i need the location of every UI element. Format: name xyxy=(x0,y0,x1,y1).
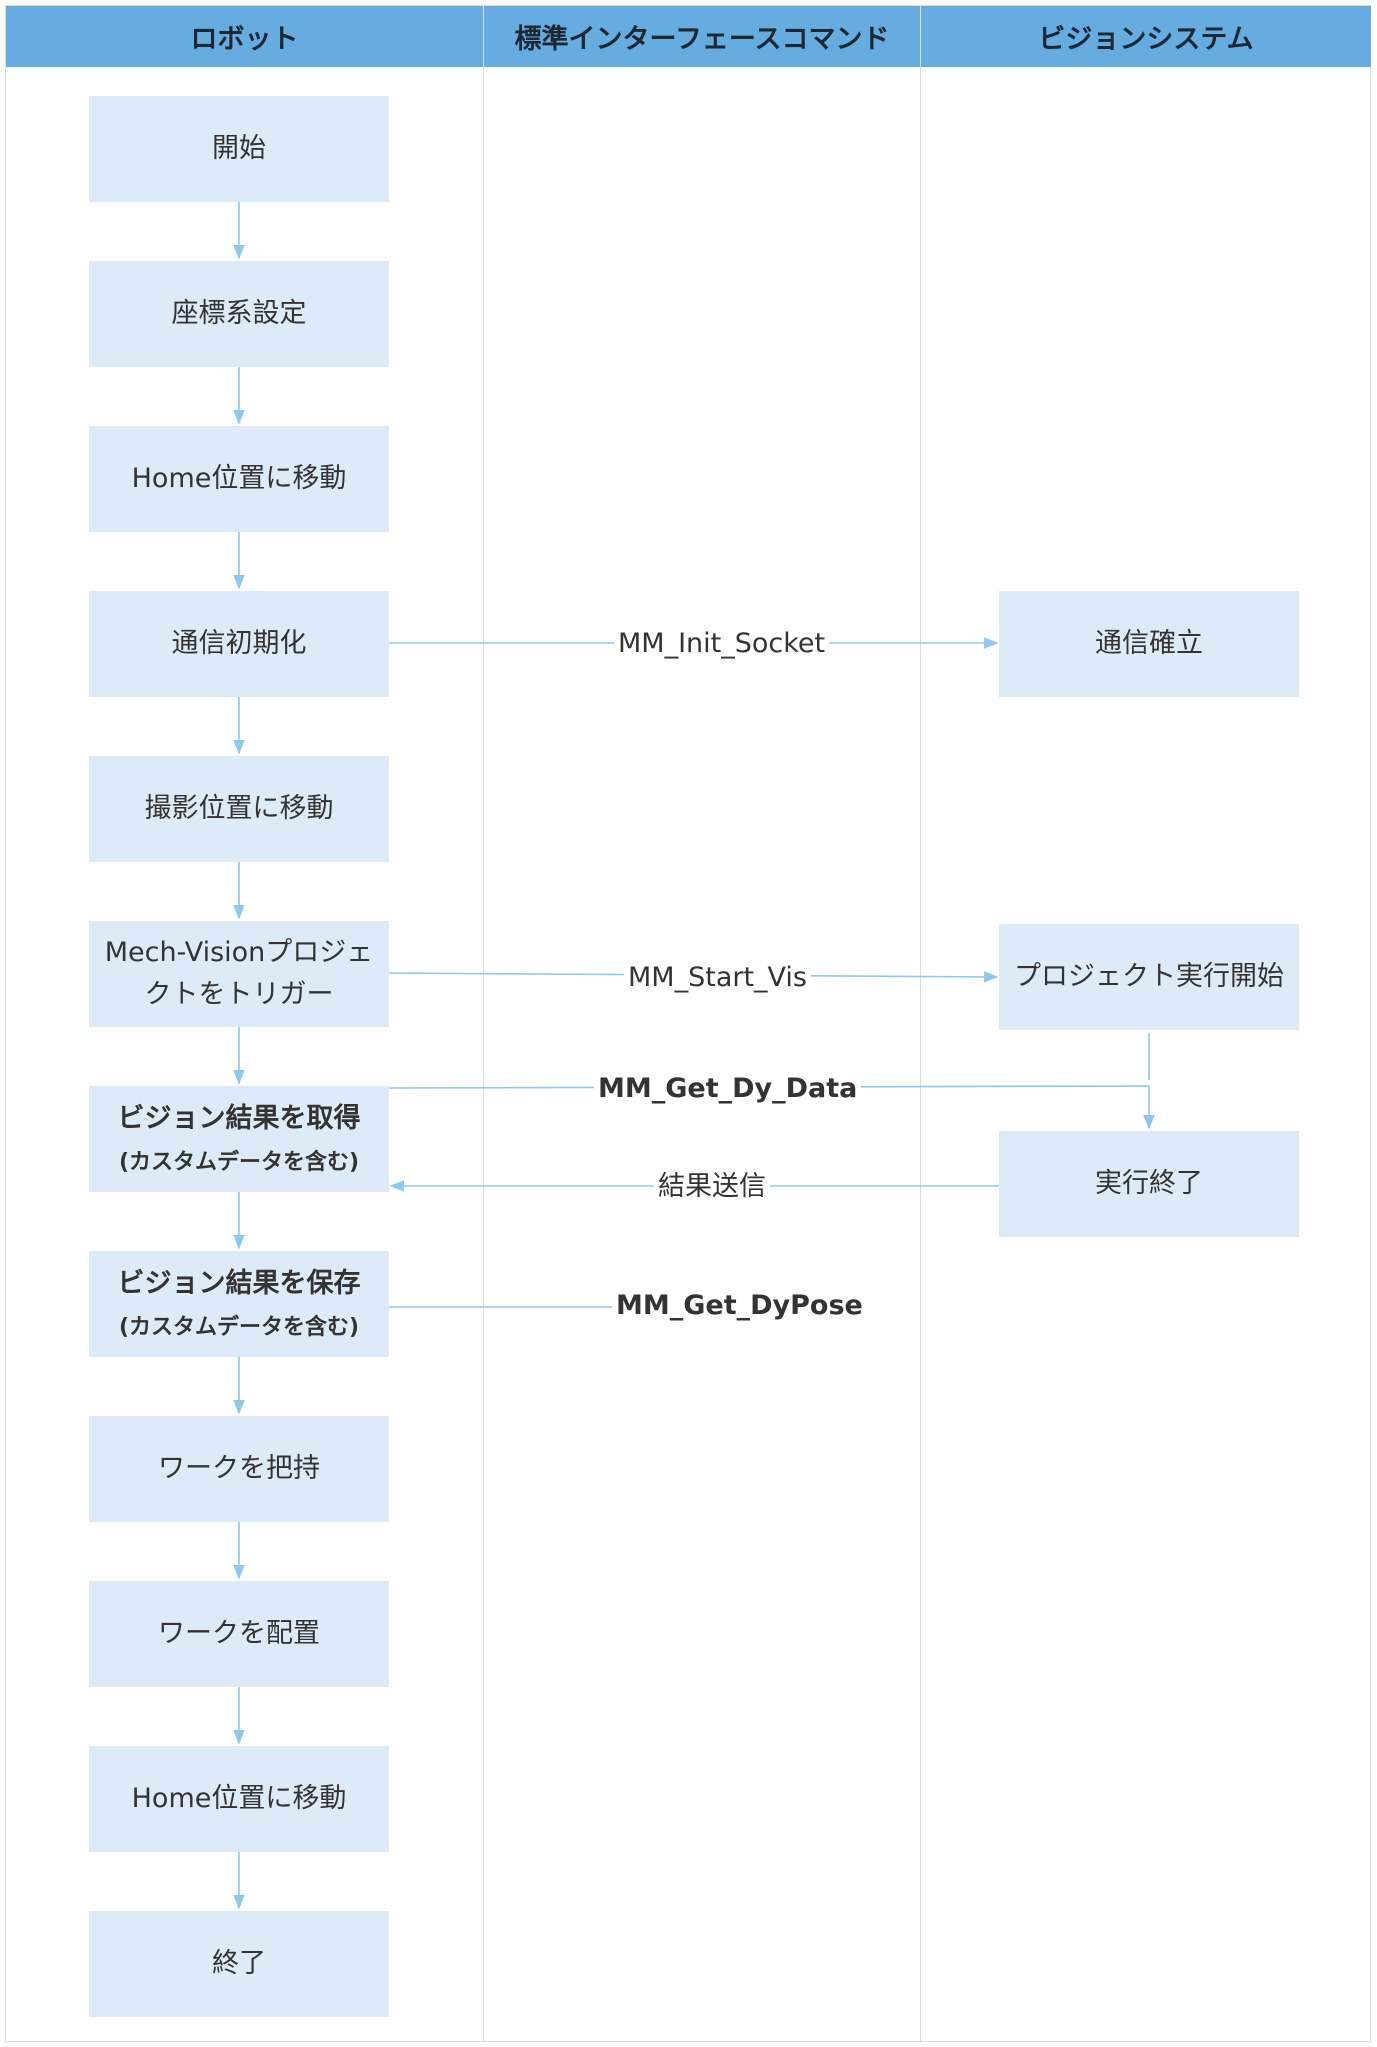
step-comm-init-label: 通信初期化 xyxy=(171,628,307,660)
step-move-capture-label: 撮影位置に移動 xyxy=(144,793,334,825)
step-get-vision-result-line2: (カスタムデータを含む) xyxy=(118,1149,360,1175)
lane-divider-1 xyxy=(483,6,484,2042)
step-coord-setting-label: 座標系設定 xyxy=(171,298,307,330)
step-get-vision-result-line1: ビジョン結果を取得 xyxy=(117,1103,361,1135)
step-start-label: 開始 xyxy=(212,133,266,165)
step-grasp-work-label: ワークを把持 xyxy=(158,1453,320,1485)
vision-exec-end: 実行終了 xyxy=(999,1131,1299,1237)
step-place-work-label: ワークを配置 xyxy=(158,1618,320,1650)
step-move-home-2: Home位置に移動 xyxy=(89,1746,389,1852)
step-grasp-work: ワークを把持 xyxy=(89,1416,389,1522)
step-coord-setting: 座標系設定 xyxy=(89,261,389,367)
step-end: 終了 xyxy=(89,1911,389,2017)
step-trigger-project-line2: クトをトリガー xyxy=(144,979,334,1010)
lane-divider-2 xyxy=(920,6,921,2042)
vision-project-start-label: プロジェクト実行開始 xyxy=(1014,961,1284,993)
cmd-result-send: 結果送信 xyxy=(654,1173,770,1200)
diagram-frame xyxy=(5,5,1371,2042)
lane-header-interface: 標準インターフェースコマンド xyxy=(484,6,920,67)
cmd-init-socket: MM_Init_Socket xyxy=(614,630,830,657)
step-move-home-2-label: Home位置に移動 xyxy=(131,1783,347,1815)
step-save-vision-result-line2: (カスタムデータを含む) xyxy=(118,1314,360,1340)
cmd-start-vis: MM_Start_Vis xyxy=(624,964,811,991)
vision-project-start: プロジェクト実行開始 xyxy=(999,924,1299,1030)
lane-header-robot: ロボット xyxy=(6,6,483,67)
step-end-label: 終了 xyxy=(212,1948,266,1980)
step-save-vision-result-line1: ビジョン結果を保存 xyxy=(117,1268,361,1300)
step-move-home-1-label: Home位置に移動 xyxy=(131,463,347,495)
vision-exec-end-label: 実行終了 xyxy=(1095,1168,1203,1200)
step-trigger-project-line1: Mech-Visionプロジェ xyxy=(104,937,374,969)
step-move-capture: 撮影位置に移動 xyxy=(89,756,389,862)
step-start: 開始 xyxy=(89,96,389,202)
step-get-vision-result: ビジョン結果を取得 (カスタムデータを含む) xyxy=(89,1086,389,1192)
cmd-get-dy-data: MM_Get_Dy_Data xyxy=(594,1075,862,1102)
cmd-get-dypose: MM_Get_DyPose xyxy=(612,1292,867,1319)
step-move-home-1: Home位置に移動 xyxy=(89,426,389,532)
lane-header-vision: ビジョンシステム xyxy=(921,6,1371,67)
step-comm-init: 通信初期化 xyxy=(89,591,389,697)
vision-comm-established-label: 通信確立 xyxy=(1095,628,1203,660)
step-save-vision-result: ビジョン結果を保存 (カスタムデータを含む) xyxy=(89,1251,389,1357)
step-trigger-project: Mech-Visionプロジェ クトをトリガー xyxy=(89,921,389,1027)
vision-comm-established: 通信確立 xyxy=(999,591,1299,697)
step-place-work: ワークを配置 xyxy=(89,1581,389,1687)
